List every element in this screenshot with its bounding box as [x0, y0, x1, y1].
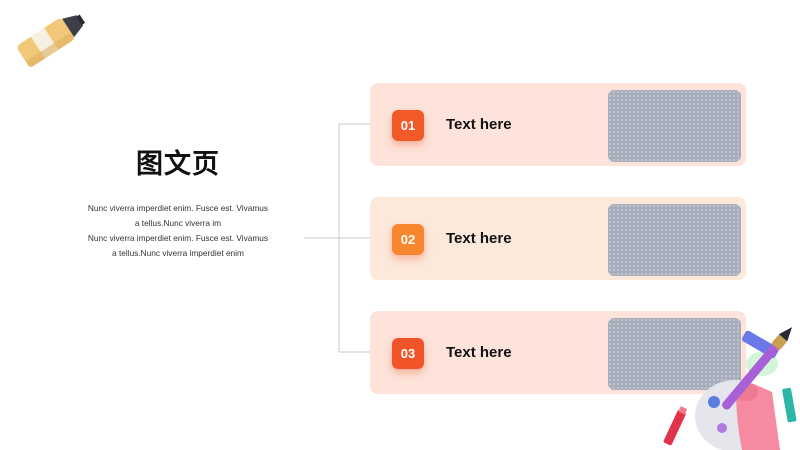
item-card-3: 03 Text here — [370, 311, 746, 394]
item-number-badge: 03 — [392, 338, 424, 369]
paint-brush-crayons-illustration — [663, 327, 797, 450]
item-card-1: 01 Text here — [370, 83, 746, 166]
image-placeholder — [608, 90, 741, 162]
item-label: Text here — [446, 230, 512, 247]
description-text: Nunc viverra imperdiet enim. Fusce est. … — [78, 201, 278, 261]
highlighter-marker-icon — [17, 14, 86, 68]
item-number-badge: 01 — [392, 110, 424, 141]
description-line: a tellus.Nunc viverra im — [134, 218, 222, 228]
image-placeholder — [608, 204, 741, 276]
image-placeholder — [608, 318, 741, 390]
item-card-2: 02 Text here — [370, 197, 746, 280]
item-label: Text here — [446, 344, 512, 361]
description-line: a tellus.Nunc viverra imperdiet enim — [112, 248, 244, 258]
page-title: 图文页 — [136, 149, 220, 180]
item-label: Text here — [446, 116, 512, 133]
item-number-badge: 02 — [392, 224, 424, 255]
description-line: Nunc viverra imperdiet enim. Fusce est. … — [87, 233, 269, 243]
description-line: Nunc viverra imperdiet enim. Fusce est. … — [87, 203, 269, 213]
